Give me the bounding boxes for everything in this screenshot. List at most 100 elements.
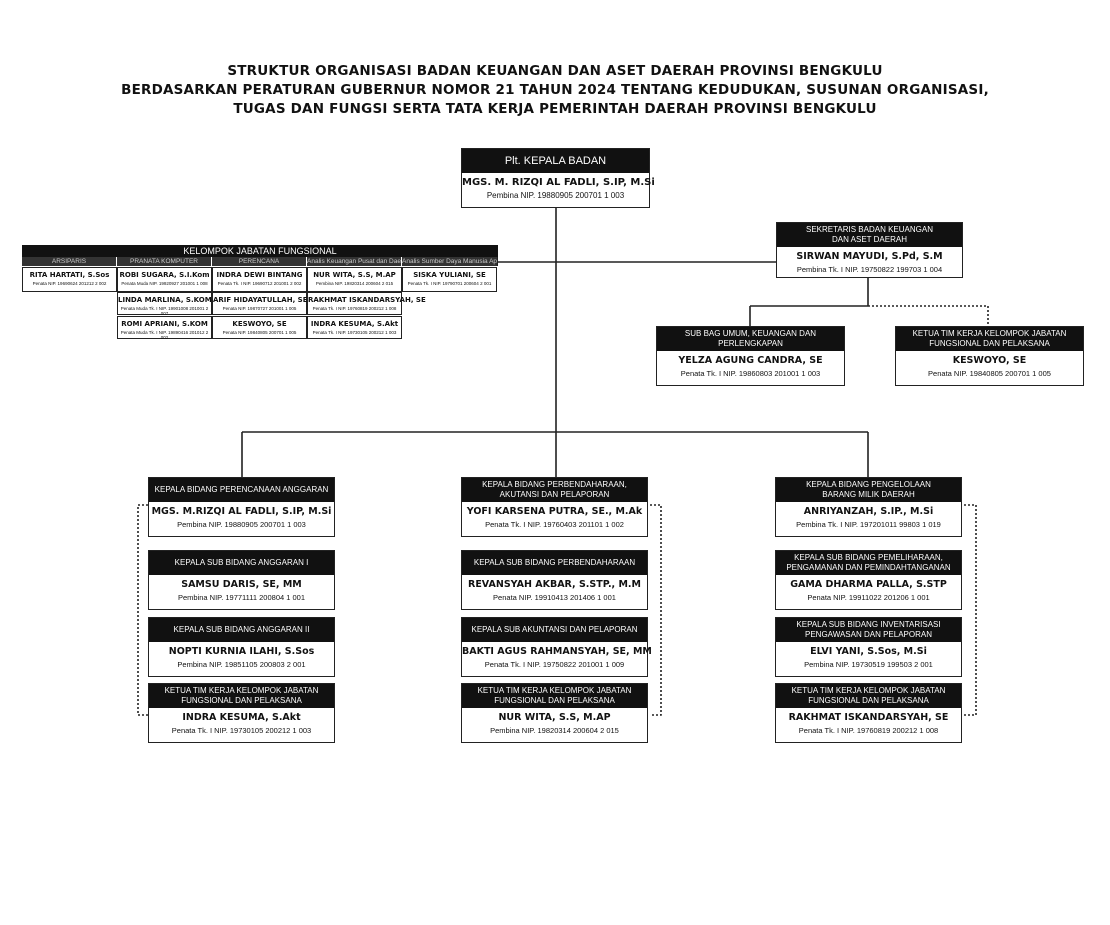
division-head-box-position-line-1: KEPALA BIDANG PENGELOLAAN bbox=[806, 480, 931, 489]
division-head-box-name: YOFI KARSENA PUTRA, SE., M.Ak bbox=[466, 506, 643, 517]
division-sub-box-name: SAMSU DARIS, SE, MM bbox=[181, 579, 302, 590]
functional-member-nip: Penata Tk. I NIP. 19690712 201001 2 002 bbox=[217, 281, 302, 286]
functional-member[interactable]: ARIF HIDAYATULLAH, SE Penata NIP. 1987072… bbox=[212, 292, 308, 315]
division-sub-box-nip: Penata Tk. I NIP. 19750822 201001 1 009 bbox=[484, 660, 625, 669]
ketua-tim-sekretariat-box[interactable]: KETUA TIM KERJA KELOMPOK JABATAN FUNGSIO… bbox=[895, 326, 1084, 386]
functional-member-name: INDRA KESUMA, S.Akt bbox=[310, 320, 399, 328]
division-head-box-position-line-1: KEPALA BIDANG PERBENDAHARAAN, bbox=[482, 480, 627, 489]
functional-member-name: NUR WITA, S.S, M.AP bbox=[313, 271, 396, 279]
sekretaris-position-line-2: DAN ASET DAERAH bbox=[832, 235, 907, 244]
division-sub-box-name: INDRA KESUMA, S.Akt bbox=[182, 712, 301, 723]
functional-member-nip: Penata Muda Tk. I NIP. 19890416 201012 2… bbox=[120, 330, 209, 340]
functional-col-header: ARSIPARIS bbox=[22, 257, 116, 266]
division-sub-box-name: REVANSYAH AKBAR, S.STP., M.M bbox=[468, 579, 641, 590]
sekretaris-nip: Pembina Tk. I NIP. 19750822 199703 1 004 bbox=[796, 265, 943, 274]
division-head-box[interactable]: KEPALA BIDANG PERBENDAHARAAN,AKUTANSI DA… bbox=[461, 477, 648, 537]
sekretaris-position: SEKRETARIS BADAN KEUANGAN DAN ASET DAERA… bbox=[777, 223, 962, 247]
functional-member-nip: Penata Tk. I NIP. 19760819 200212 1 008 bbox=[312, 306, 397, 311]
kepala-name: MGS. M. RIZQI AL FADLI, S.IP, M.Si bbox=[462, 177, 655, 188]
functional-member-nip: Penata NIP. 19690624 201212 2 002 bbox=[32, 281, 107, 286]
division-sub-box-position-line-1: KEPALA SUB BIDANG PEMELIHARAAN, bbox=[794, 553, 943, 562]
functional-member[interactable]: INDRA DEWI BINTANG Penata Tk. I NIP. 1969… bbox=[212, 267, 307, 292]
division-sub-box-position-line-1: KEPALA SUB BIDANG PERBENDAHARAAN bbox=[473, 558, 636, 567]
division-sub-box-position-line-2: PENGAMANAN DAN PEMINDAHTANGANAN bbox=[786, 563, 951, 572]
division-head-box-position-line-2: AKUTANSI DAN PELAPORAN bbox=[499, 490, 610, 499]
functional-member-name: RITA HARTATI, S.Sos bbox=[29, 271, 110, 279]
sekretaris-box[interactable]: SEKRETARIS BADAN KEUANGAN DAN ASET DAERA… bbox=[776, 222, 963, 278]
sekretaris-name: SIRWAN MAYUDI, S.Pd, S.M bbox=[796, 251, 943, 262]
functional-member[interactable]: KESWOYO, SE Penata NIP. 19840805 200701 1… bbox=[212, 316, 307, 339]
division-sub-box-position-line-2: FUNGSIONAL DAN PELAKSANA bbox=[808, 696, 929, 705]
functional-member-name: ROMI APRIANI, S.KOM bbox=[121, 320, 208, 328]
title-line-2: BERDASARKAN PERATURAN GUBERNUR NOMOR 21 … bbox=[121, 82, 989, 98]
functional-member-nip: Penata Muda NIP. 19920927 201001 1 008 bbox=[121, 281, 208, 286]
functional-member-nip: Penata Tk. I NIP. 19790701 200604 2 001 bbox=[407, 281, 492, 286]
functional-member-nip: Pembina NIP. 19820314 200604 2 015 bbox=[315, 281, 394, 286]
functional-col-header: Analis Keuangan Pusat dan Daerah bbox=[307, 257, 401, 266]
division-sub-box-position-line-1: KEPALA SUB BIDANG ANGGARAN I bbox=[174, 558, 309, 567]
functional-member[interactable]: NUR WITA, S.S, M.AP Pembina NIP. 19820314… bbox=[307, 267, 402, 292]
subbag-umum-name: YELZA AGUNG CANDRA, SE bbox=[678, 355, 823, 366]
functional-member-nip: Penata NIP. 19840805 200701 1 005 bbox=[222, 330, 297, 335]
subbag-umum-nip: Penata Tk. I NIP. 19860803 201001 1 003 bbox=[680, 369, 821, 378]
division-head-box-position: KEPALA BIDANG PERENCANAAN ANGGARAN bbox=[149, 478, 334, 502]
division-sub-box[interactable]: KEPALA SUB BIDANG ANGGARAN I SAMSU DARIS,… bbox=[148, 550, 335, 610]
functional-col-header: PERENCANA bbox=[212, 257, 306, 266]
division-sub-box[interactable]: KEPALA SUB BIDANG PERBENDAHARAAN REVANSYA… bbox=[461, 550, 648, 610]
ketua-tim-sekretariat-nip: Penata NIP. 19840805 200701 1 005 bbox=[928, 369, 1051, 378]
subbag-umum-box[interactable]: SUB BAG UMUM, KEUANGAN DAN PERLENGKAPAN … bbox=[656, 326, 845, 386]
kepala-nip: Pembina NIP. 19880905 200701 1 003 bbox=[486, 191, 625, 200]
functional-member-name: INDRA DEWI BINTANG bbox=[216, 271, 303, 279]
functional-member-name: KESWOYO, SE bbox=[232, 320, 287, 328]
division-sub-box-name: NOPTI KURNIA ILAHI, S.Sos bbox=[168, 646, 315, 657]
subbag-umum-position: SUB BAG UMUM, KEUANGAN DAN PERLENGKAPAN bbox=[657, 327, 844, 351]
division-sub-box[interactable]: KEPALA SUB BIDANG PEMELIHARAAN,PENGAMANA… bbox=[775, 550, 962, 610]
kepala-badan-box[interactable]: Plt. KEPALA BADAN MGS. M. RIZQI AL FADLI… bbox=[461, 148, 655, 208]
functional-group-title: KELOMPOK JABATAN FUNGSIONAL bbox=[22, 245, 498, 257]
division-sub-box-nip: Pembina NIP. 19730519 199503 2 001 bbox=[804, 660, 933, 669]
division-sub-box-position-line-1: KETUA TIM KERJA KELOMPOK JABATAN bbox=[791, 686, 946, 695]
division-head-box[interactable]: KEPALA BIDANG PERENCANAAN ANGGARAN MGS. M… bbox=[148, 477, 335, 537]
functional-group: KELOMPOK JABATAN FUNGSIONAL ARSIPARIS PR… bbox=[22, 245, 498, 266]
functional-member[interactable]: ROMI APRIANI, S.KOM Penata Muda Tk. I NIP… bbox=[117, 316, 212, 340]
division-head-box-position-line-1: KEPALA BIDANG PERENCANAAN ANGGARAN bbox=[154, 485, 329, 494]
division-head-box-nip: Pembina Tk. I NIP. 197201011 99803 1 019 bbox=[796, 520, 941, 529]
ketua-tim-sekretariat-position: KETUA TIM KERJA KELOMPOK JABATAN FUNGSIO… bbox=[896, 327, 1083, 351]
ketua-tim-sekretariat-name: KESWOYO, SE bbox=[952, 355, 1027, 366]
division-sub-box-nip: Pembina NIP. 19771111 200804 1 001 bbox=[177, 593, 306, 602]
kepala-position: Plt. KEPALA BADAN bbox=[462, 149, 649, 173]
ketua-tim-sekretariat-position-line-1: KETUA TIM KERJA KELOMPOK JABATAN bbox=[912, 329, 1067, 338]
sekretaris-position-line-1: SEKRETARIS BADAN KEUANGAN bbox=[806, 225, 933, 234]
chart-title: STRUKTUR ORGANISASI BADAN KEUANGAN DAN A… bbox=[0, 62, 1110, 119]
division-head-box-position: KEPALA BIDANG PERBENDAHARAAN,AKUTANSI DA… bbox=[462, 478, 647, 502]
division-sub-box-position: KEPALA SUB AKUNTANSI DAN PELAPORAN bbox=[462, 618, 647, 642]
division-head-box-nip: Pembina NIP. 19880905 200701 1 003 bbox=[177, 520, 306, 529]
functional-member-nip: Penata Muda Tk. I NIP. 19901008 201001 2… bbox=[120, 306, 209, 316]
division-sub-box-name: RAKHMAT ISKANDARSYAH, SE bbox=[788, 712, 949, 723]
division-head-box-name: MGS. M.RIZQI AL FADLI, S.IP, M.Si bbox=[151, 506, 332, 517]
functional-member-nip: Penata NIP. 19870727 201001 1 005 bbox=[222, 306, 297, 311]
ketua-tim-sekretariat-position-line-2: FUNGSIONAL DAN PELAKSANA bbox=[929, 339, 1050, 348]
functional-member-name: ARIF HIDAYATULLAH, SE bbox=[213, 296, 308, 304]
division-sub-box-name: ELVI YANI, S.Sos, M.Si bbox=[810, 646, 927, 657]
division-sub-box-nip: Pembina NIP. 19820314 200604 2 015 bbox=[490, 726, 619, 735]
division-sub-box-nip: Pembina NIP. 19851105 200803 2 001 bbox=[177, 660, 306, 669]
division-head-box-position-line-2: BARANG MILIK DAERAH bbox=[822, 490, 915, 499]
